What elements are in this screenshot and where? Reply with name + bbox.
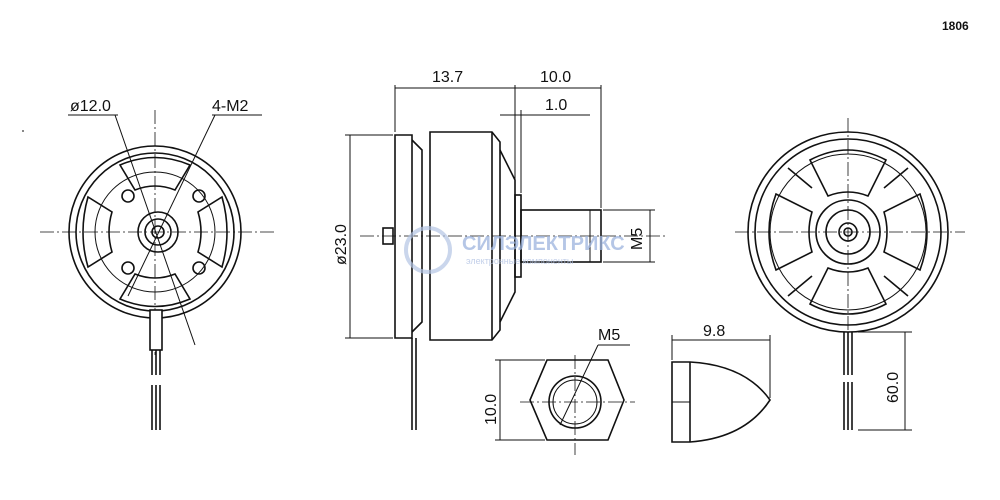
thread-label: M5 — [629, 228, 646, 250]
lead-length-label: 60.0 — [885, 372, 902, 403]
watermark-brand: СИЛЭЛЕКТРИКС — [462, 233, 625, 255]
cap-view: 9.8 — [671, 323, 771, 443]
front-view: ø12.0 4-M2 — [22, 98, 275, 430]
nut-width-label: 10.0 — [483, 394, 500, 425]
nut-thread-label: M5 — [598, 327, 620, 344]
shaft-length-label: 10.0 — [540, 69, 571, 86]
cap-length-label: 9.8 — [703, 323, 725, 340]
watermark: СИЛЭЛЕКТРИКС электронные компоненты — [404, 226, 625, 274]
side-view: 13.7 10.0 1.0 ø23.0 M5 — [333, 69, 665, 430]
model-number: 1806 — [942, 19, 969, 33]
watermark-logo-icon — [404, 226, 452, 274]
rear-view: 60.0 — [735, 118, 965, 431]
body-diameter-label: ø23.0 — [333, 224, 350, 265]
nut-view: M5 10.0 — [483, 327, 635, 455]
diameter-label: ø12.0 — [70, 98, 111, 115]
holes-label: 4-M2 — [212, 98, 249, 115]
watermark-tagline: электронные компоненты — [466, 256, 573, 266]
length-label: 13.7 — [432, 69, 463, 86]
gap-label: 1.0 — [545, 97, 567, 114]
